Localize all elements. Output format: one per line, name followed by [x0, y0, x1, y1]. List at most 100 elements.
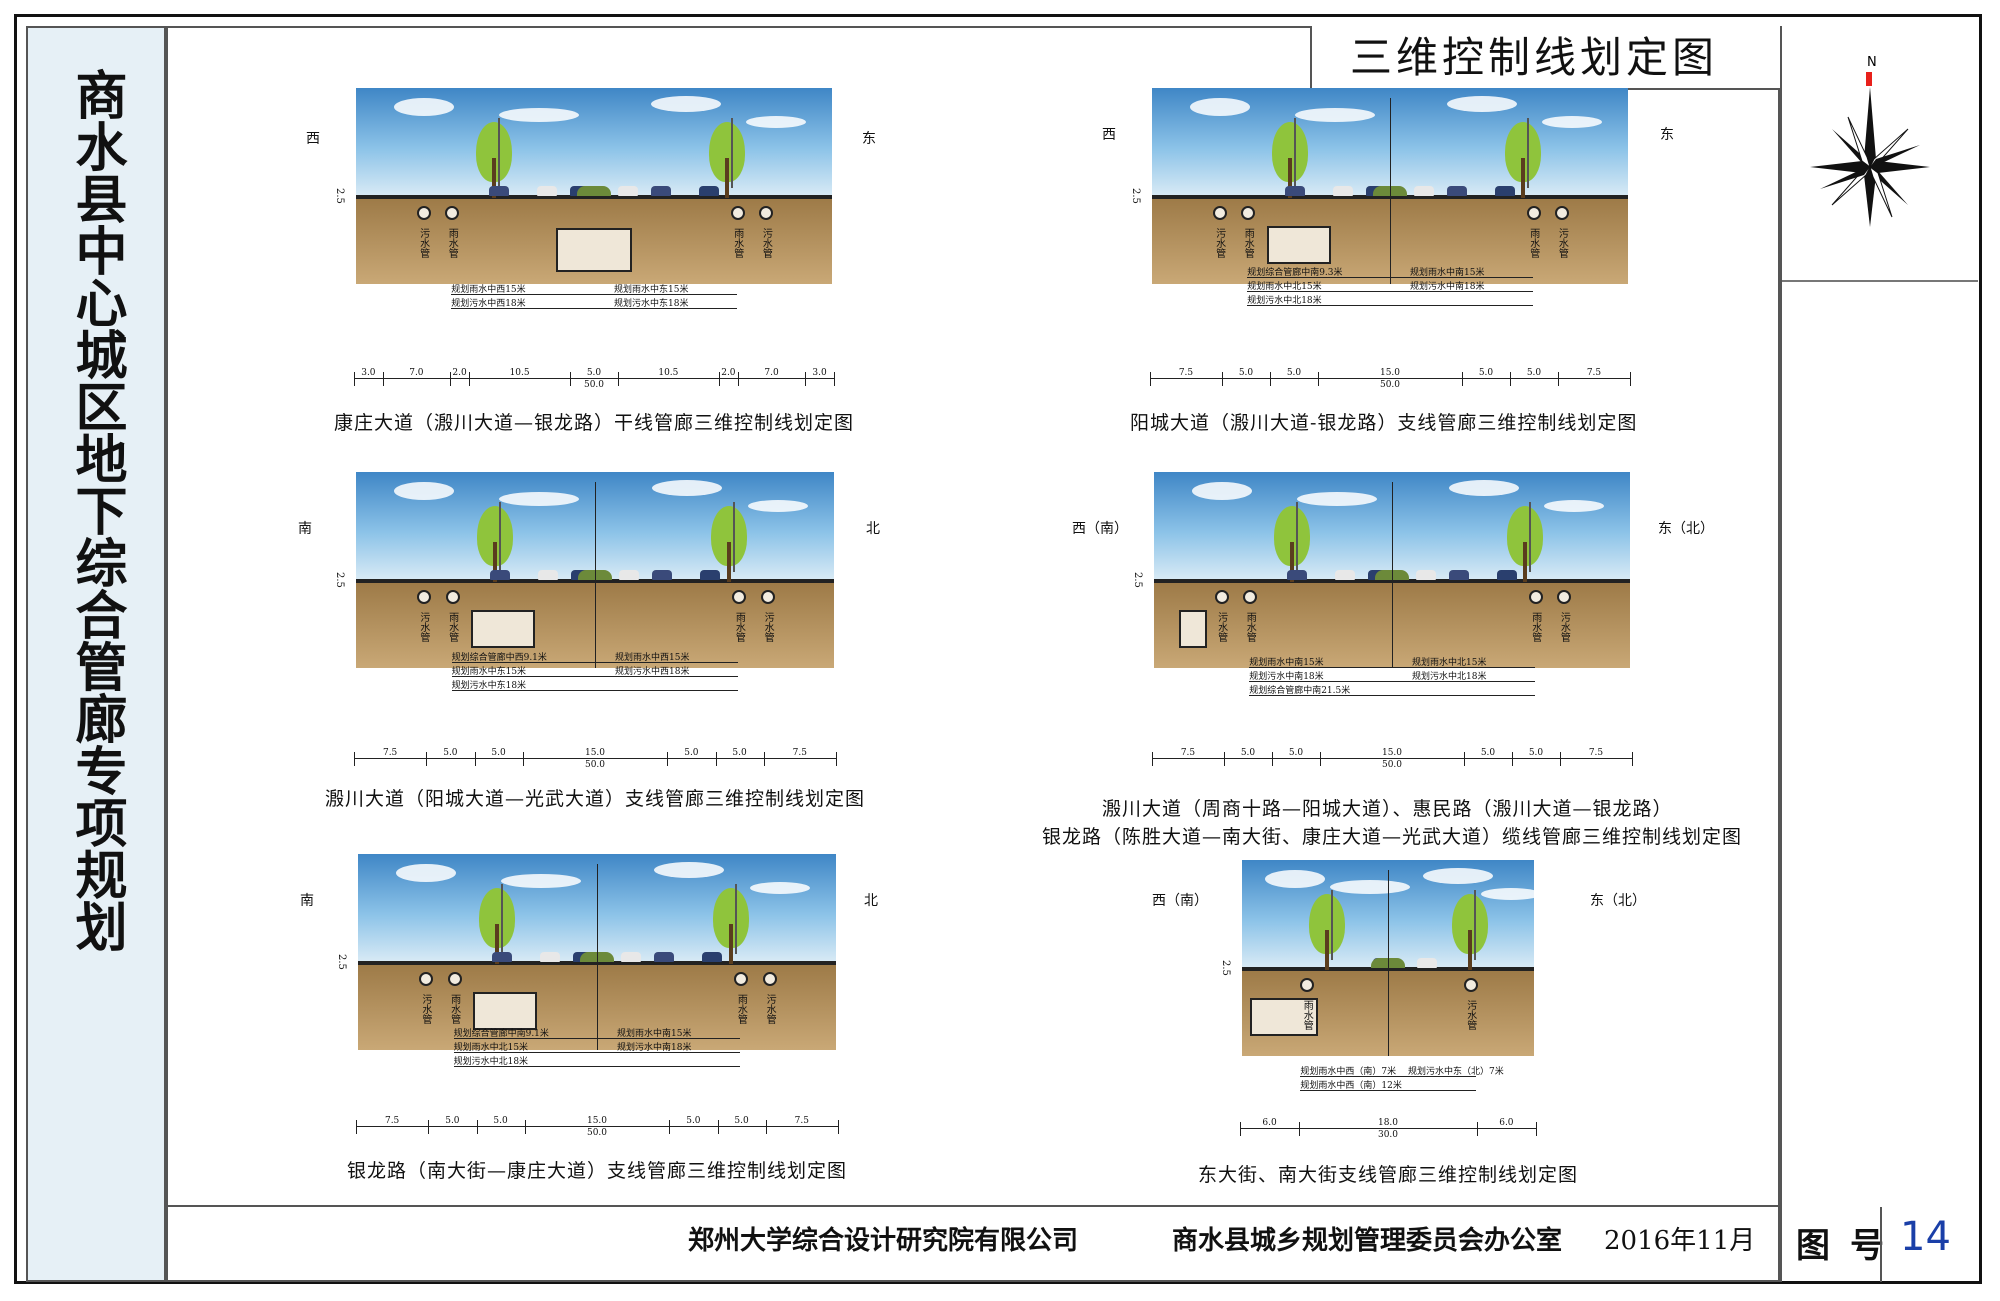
utility-tunnel-box — [1267, 226, 1331, 264]
dimension-tick — [1224, 752, 1225, 766]
tree-trunk — [1467, 930, 1472, 970]
rain-pipe-label: 雨水管 — [448, 994, 460, 1024]
vehicle-icon — [1496, 570, 1517, 580]
dimension-segment: 5.0 — [734, 1116, 749, 1126]
tree-trunk — [1324, 930, 1329, 970]
rain-pipe-icon — [1528, 590, 1543, 604]
vehicle-icon — [698, 186, 719, 196]
cloud-shape — [1329, 880, 1410, 894]
direction-label-left: 西 — [1102, 127, 1116, 143]
sidebar: 商水县中心城区地下综合管廊专项规划（2016-2030） — [26, 26, 166, 1282]
street-lamp-icon — [734, 884, 737, 954]
dimension-total: 50.0 — [1379, 380, 1401, 390]
street-lamp-icon — [500, 884, 503, 954]
compass-rose-icon: N — [1810, 55, 1930, 227]
dimension-tick — [1150, 372, 1151, 386]
street-lamp-icon — [1529, 502, 1532, 572]
control-line-note: 规划污水中南18米 — [1410, 282, 1485, 292]
sewage-pipe-label: 污水管 — [1558, 612, 1570, 642]
north-label: N — [1867, 55, 1877, 70]
tree-trunk — [728, 924, 733, 964]
drawing-area — [166, 26, 1780, 1282]
section-caption-line2: 银龙路（陈胜大道—南大街、康庄大道—光武大道）缆线管廊三维控制线划定图 — [1042, 826, 1743, 848]
cloud-shape — [654, 862, 725, 878]
control-line — [453, 1066, 741, 1067]
vehicle-icon — [654, 952, 675, 962]
vehicle-icon — [652, 570, 673, 580]
sewage-pipe-label: 污水管 — [1464, 1000, 1476, 1030]
divider — [1782, 280, 1978, 282]
direction-label-right: 北 — [866, 521, 880, 537]
depth-label: 2.5 — [1220, 960, 1231, 976]
dimension-tick — [522, 752, 524, 766]
control-line — [1249, 695, 1535, 696]
dimension-segment: 7.5 — [792, 748, 807, 758]
dimension-segment: 5.0 — [586, 368, 602, 378]
sky-background — [356, 88, 832, 198]
figure-number-box — [1780, 1205, 1980, 1282]
dimension-segment: 6.0 — [1262, 1118, 1277, 1128]
dimension-tick — [1152, 752, 1153, 766]
road-surface — [356, 195, 832, 199]
dimension-tick — [1632, 752, 1633, 766]
vehicle-icon — [1413, 186, 1434, 196]
control-line — [1249, 681, 1535, 682]
street-lamp-icon — [498, 118, 501, 188]
cloud-shape — [1423, 868, 1494, 884]
direction-label-left: 西（南） — [1152, 893, 1208, 909]
control-line-note: 规划综合管廊中南9.3米 — [1247, 268, 1343, 278]
dimension-tick — [805, 372, 807, 386]
control-line-note: 规划雨水中西（南）7米 — [1300, 1067, 1397, 1077]
dimension-segment: 5.0 — [445, 1116, 460, 1126]
tree-trunk — [1290, 542, 1295, 582]
vehicle-icon — [651, 186, 672, 196]
drawing-frame — [14, 14, 1982, 1284]
depth-label: 2.5 — [1132, 572, 1143, 588]
cloud-shape — [1544, 500, 1605, 512]
cloud-shape — [394, 98, 455, 116]
dimension-tick — [836, 752, 837, 766]
cloud-shape — [651, 96, 722, 112]
cloud-shape — [1265, 870, 1326, 888]
dimension-segment: 5.0 — [1528, 748, 1544, 758]
rain-pipe-label: 雨水管 — [1529, 612, 1541, 642]
sewage-pipe-icon — [416, 206, 431, 220]
owner-name: 商水县城乡规划管理委员会办公室 — [1172, 1226, 1563, 1256]
title-block-column — [1780, 26, 1980, 1282]
dimension-segment: 3.0 — [812, 368, 827, 378]
dimension-tick — [450, 372, 451, 386]
dimension-tick — [476, 1120, 478, 1134]
rain-pipe-icon — [1241, 206, 1256, 220]
street-lamp-icon — [1330, 890, 1333, 960]
dimension-segment: 5.0 — [493, 1116, 508, 1126]
dimension-segment: 5.0 — [1238, 368, 1254, 378]
figure-label: 图号 — [1796, 1226, 1904, 1266]
dimension-tick — [1318, 372, 1319, 386]
dimension-tick — [1462, 372, 1463, 386]
drawing-date: 2016年11月 — [1604, 1226, 1756, 1256]
dimension-total: 30.0 — [1377, 1130, 1399, 1140]
direction-label-right: 北 — [864, 893, 878, 909]
road-centerline — [595, 482, 596, 668]
cloud-shape — [499, 492, 580, 506]
sheet-title-box — [1310, 26, 1780, 90]
dimension-segment: 18.0 — [1377, 1118, 1399, 1128]
sewage-pipe-label: 污水管 — [1556, 228, 1568, 258]
dimension-segment: 7.5 — [1586, 368, 1602, 378]
control-line-note: 规划综合管廊中南21.5米 — [1249, 686, 1351, 696]
dimension-segment: 5.0 — [491, 748, 506, 758]
dimension-tick — [763, 752, 765, 766]
street-lamp-icon — [1294, 118, 1297, 188]
sewage-pipe-icon — [416, 590, 431, 604]
dimension-tick — [718, 372, 720, 386]
cloud-shape — [1481, 888, 1534, 900]
tree-trunk — [494, 924, 499, 964]
dimension-segment: 10.5 — [658, 368, 679, 378]
tree-trunk — [725, 158, 730, 198]
dimension-tick — [354, 752, 355, 766]
sewage-pipe-icon — [761, 590, 776, 604]
rain-pipe-icon — [445, 206, 460, 220]
